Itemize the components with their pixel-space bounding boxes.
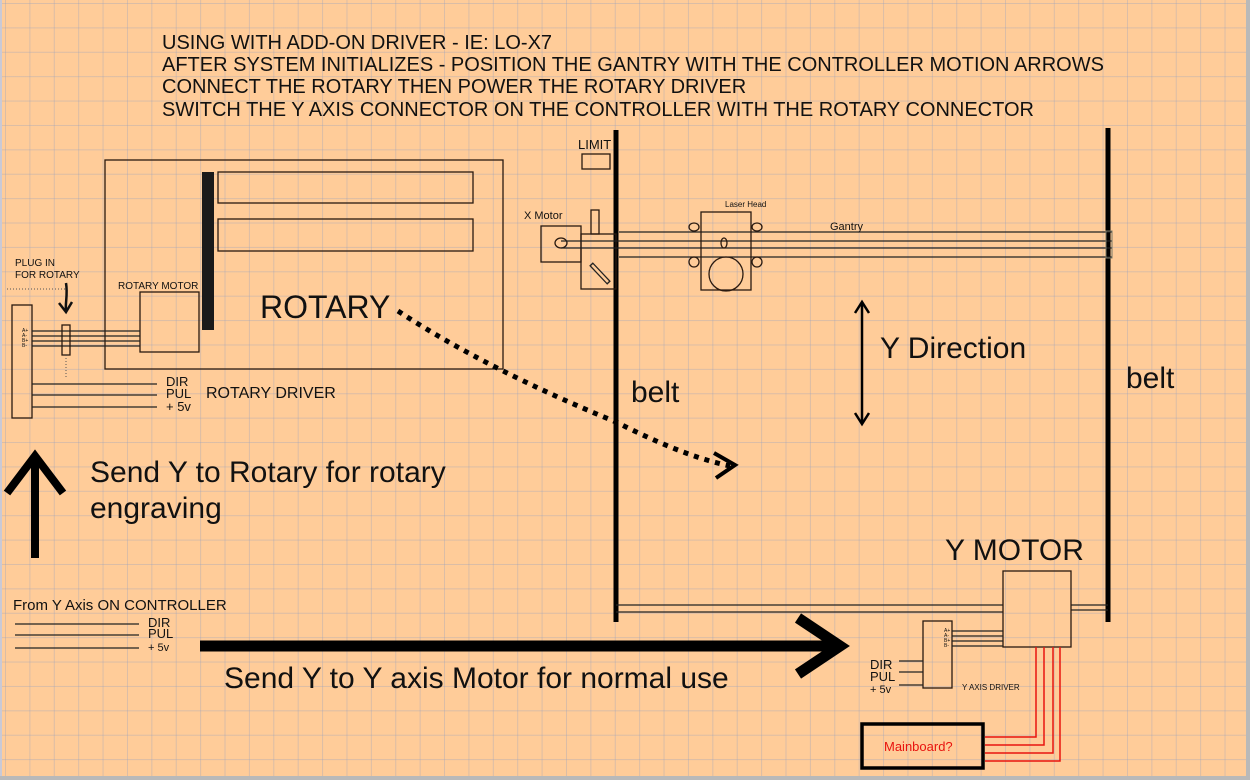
controller-source: From Y Axis ON CONTROLLER DIR PUL + 5v <box>13 597 227 654</box>
y-axis-driver-label: Y AXIS DRIVER <box>962 683 1020 692</box>
x-motor-label: X Motor <box>524 210 563 222</box>
controller-label: From Y Axis ON CONTROLLER <box>13 597 227 614</box>
y-signal-5v: + 5v <box>870 684 892 696</box>
rotary-dotted-arrow-icon <box>396 308 739 480</box>
rotary-pin-a-plus: A+ <box>22 328 28 334</box>
right-arrow-icon <box>200 613 850 679</box>
rotary-driver: A+ A- B+ B- PLUG IN FOR ROTARY DIR PUL +… <box>7 258 336 419</box>
controller-signal-dir: DIR <box>148 615 170 630</box>
rotary-signal-5v: + 5v <box>166 399 191 414</box>
rotary-pin-a-minus: A- <box>22 333 27 339</box>
x-motor-bracket <box>580 233 617 290</box>
plug-in-label-2: FOR ROTARY <box>15 270 80 281</box>
y-pin-b-minus: B- <box>944 643 949 649</box>
belt-left-label: belt <box>631 376 680 409</box>
up-arrow-icon <box>3 449 67 558</box>
laser-head-label: Laser Head <box>725 200 766 209</box>
send-rotary-label-2: engraving <box>90 492 222 525</box>
mainboard-label: Mainboard? <box>884 739 953 754</box>
plug-in-label-1: PLUG IN <box>15 258 55 269</box>
y-motor <box>1002 570 1072 648</box>
rotary-plug-connector[interactable] <box>61 324 71 356</box>
y-pin-a-plus: A+ <box>944 628 950 634</box>
rotary-driver-label: ROTARY DRIVER <box>206 385 336 402</box>
rotary-driver-box <box>11 304 33 419</box>
rotary-support-bar <box>202 172 214 330</box>
rotary-signal-dir: DIR <box>166 374 188 389</box>
controller-signal-pul: PUL <box>148 626 173 641</box>
header-line-4: SWITCH THE Y AXIS CONNECTOR ON THE CONTR… <box>162 99 1034 121</box>
send-rotary-label-1: Send Y to Rotary for rotary <box>90 456 446 489</box>
header-instructions: USING WITH ADD-ON DRIVER - IE: LO-X7 AFT… <box>162 32 1104 121</box>
limit-switch <box>581 153 611 170</box>
gantry-label: Gantry <box>830 221 864 233</box>
y-direction-label: Y Direction <box>880 332 1026 365</box>
header-line-2: AFTER SYSTEM INITIALIZES - POSITION THE … <box>162 54 1104 76</box>
rotary-roller-1 <box>217 171 474 204</box>
plug-down-arrow-icon <box>58 282 74 315</box>
rotary-frame <box>104 159 504 370</box>
laser-machine: LIMIT X Motor Gantry Laser Head belt bel… <box>524 128 1175 648</box>
y-axis-driver: A+ A- B+ B- DIR PUL + 5v Y AXIS DRIVER M… <box>860 620 1061 770</box>
y-axis-driver-box <box>922 620 953 689</box>
rotary-title: ROTARY <box>260 289 390 325</box>
y-pin-b-plus: B+ <box>944 638 950 644</box>
mainboard-box <box>860 722 985 770</box>
send-normal-label: Send Y to Y axis Motor for normal use <box>224 662 729 695</box>
belt-right-label: belt <box>1126 362 1175 395</box>
rotary-roller-2 <box>217 218 474 252</box>
rotary-motor-label: ROTARY MOTOR <box>118 281 198 292</box>
y-motor-label: Y MOTOR <box>945 534 1084 567</box>
controller-signal-5v: + 5v <box>148 642 170 654</box>
y-signal-pul: PUL <box>870 669 895 684</box>
laser-lens <box>708 256 744 292</box>
laser-head <box>700 211 752 291</box>
x-motor <box>540 225 582 263</box>
rotary-motor <box>139 291 200 353</box>
rotary-signal-pul: PUL <box>166 386 191 401</box>
y-direction-arrow-icon <box>853 299 871 427</box>
header-line-1: USING WITH ADD-ON DRIVER - IE: LO-X7 <box>162 32 552 54</box>
y-pin-a-minus: A- <box>944 633 949 639</box>
rotary-pin-b-plus: B+ <box>22 338 28 344</box>
rotary-pin-b-minus: B- <box>22 343 27 349</box>
limit-label: LIMIT <box>578 137 611 152</box>
y-signal-dir: DIR <box>870 657 892 672</box>
header-line-3: CONNECT THE ROTARY THEN POWER THE ROTARY… <box>162 76 746 98</box>
rotary-assembly: ROTARY MOTOR ROTARY <box>104 159 504 370</box>
